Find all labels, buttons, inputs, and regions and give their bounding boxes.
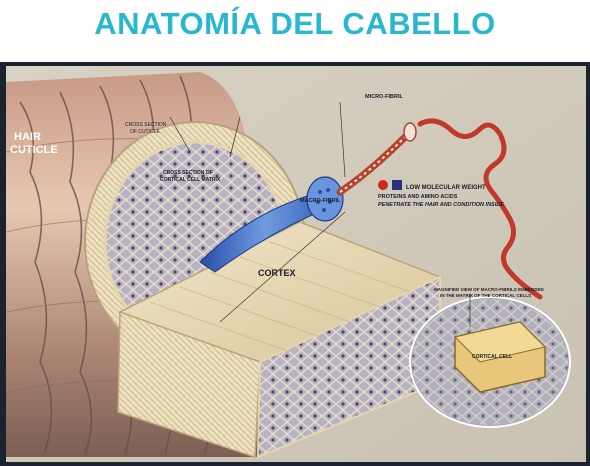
magnified-label-line1: MAGNIFIED VIEW OF MACRO-FIBRILS EMBEDDED [434, 287, 544, 292]
hair-cuticle-label-line1: HAIR [14, 131, 41, 143]
cross-section-cuticle-label-line2: OF CUTICLE [130, 129, 160, 135]
macro-fibril-label: MACRO-FIBRIL [300, 198, 341, 204]
cortical-cell-label: CORTICAL CELL [472, 354, 512, 360]
cross-section-cuticle-label-line1: CROSS SECTION [125, 122, 167, 128]
cross-section-cortical-label-line1: CROSS SECTION OF [163, 170, 213, 176]
cross-section-cortical-label-line2: CORTICAL CELL MATRIX [160, 177, 221, 183]
cortex-label: CORTEX [258, 268, 296, 278]
protein-dot-icon [378, 180, 388, 190]
amino-acid-square-icon [392, 180, 402, 190]
cortex-slice [117, 221, 442, 459]
page-title: ANATOMÍA DEL CABELLO [94, 6, 496, 41]
hair-anatomy-illustration: HAIR CUTICLE CORTEX MACRO-FIBRIL MICRO-F… [0, 62, 590, 466]
molecular-label-line1: LOW MOLECULAR WEIGHT [406, 185, 486, 191]
hair-anatomy-svg: HAIR CUTICLE CORTEX MACRO-FIBRIL MICRO-F… [5, 66, 586, 462]
magnified-inset [409, 296, 571, 428]
micro-fibril-label: MICRO-FIBRIL [365, 94, 404, 100]
macro-fibril [199, 176, 344, 273]
hair-cuticle-label-line2: CUTICLE [10, 144, 58, 156]
micro-fibril [336, 122, 417, 196]
molecular-label-line2: PROTEINS AND AMINO ACIDS [378, 194, 458, 200]
magnified-label-line2: IN THE MATRIX OF THE CORTICAL CELLS [440, 293, 531, 298]
protein-helix [417, 118, 543, 300]
molecular-label-line3: PENETRATE THE HAIR AND CONDITION INSIDE [378, 202, 504, 208]
